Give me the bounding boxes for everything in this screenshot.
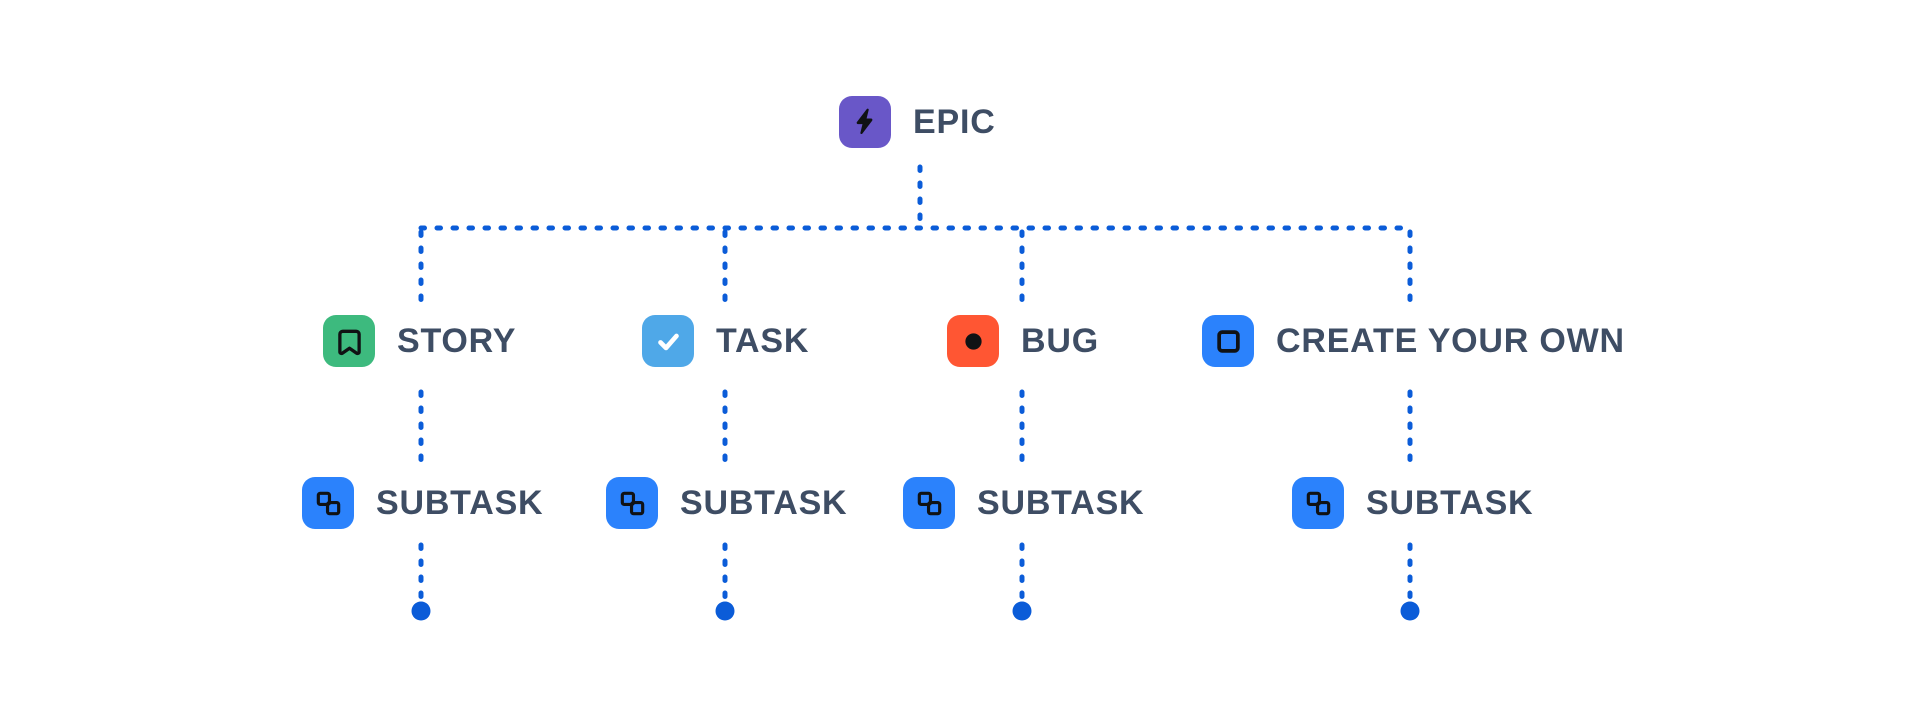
epic-icon	[839, 96, 891, 148]
node-story: STORY	[323, 315, 516, 367]
square-outline-icon	[1216, 329, 1240, 353]
node-subtask-bug: SUBTASK	[903, 477, 1144, 529]
subtask-squares-icon	[316, 491, 340, 515]
node-label: TASK	[716, 322, 810, 360]
checkmark-icon	[657, 333, 679, 350]
node-label: SUBTASK	[376, 484, 544, 522]
create-your-own-icon	[1202, 315, 1254, 367]
subtask-squares-icon	[917, 491, 941, 515]
filled-circle-icon	[964, 332, 982, 350]
node-label: STORY	[397, 322, 517, 360]
node-label: SUBTASK	[1366, 484, 1534, 522]
story-icon	[323, 315, 375, 367]
node-subtask-create: SUBTASK	[1292, 477, 1533, 529]
node-create-your-own: CREATE YOUR OWN	[1202, 315, 1625, 367]
connector-endpoint-dot	[715, 601, 735, 621]
node-label: EPIC	[913, 103, 996, 141]
lightning-bolt-icon	[856, 108, 873, 135]
subtask-icon	[1292, 477, 1344, 529]
node-label: CREATE YOUR OWN	[1276, 322, 1625, 360]
subtask-icon	[606, 477, 658, 529]
subtask-icon	[903, 477, 955, 529]
bookmark-icon	[337, 329, 361, 355]
connector-endpoint-dot	[1400, 601, 1420, 621]
node-epic: EPIC	[839, 96, 996, 148]
node-label: SUBTASK	[680, 484, 848, 522]
node-task: TASK	[642, 315, 809, 367]
node-label: BUG	[1021, 322, 1099, 360]
connector-endpoint-dot	[411, 601, 431, 621]
node-label: SUBTASK	[977, 484, 1145, 522]
task-icon	[642, 315, 694, 367]
node-bug: BUG	[947, 315, 1099, 367]
bug-icon	[947, 315, 999, 367]
subtask-icon	[302, 477, 354, 529]
node-subtask-task: SUBTASK	[606, 477, 847, 529]
subtask-squares-icon	[620, 491, 644, 515]
subtask-squares-icon	[1306, 491, 1330, 515]
connector-endpoint-dot	[1012, 601, 1032, 621]
node-subtask-story: SUBTASK	[302, 477, 543, 529]
